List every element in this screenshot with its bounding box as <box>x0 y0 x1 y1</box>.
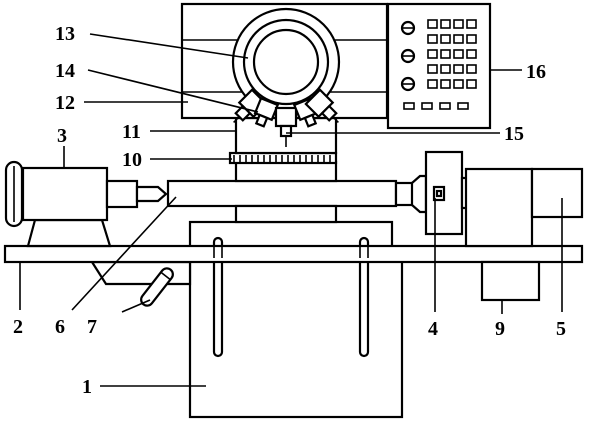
control-panel-keypad <box>427 19 477 89</box>
keypad-key <box>440 79 451 89</box>
label-13: 13 <box>55 23 75 45</box>
workpiece-shaft <box>166 179 398 208</box>
label-5: 5 <box>556 318 566 340</box>
rotary-plate-teeth <box>233 155 331 162</box>
keypad-key <box>427 79 438 89</box>
keypad-key <box>427 34 438 44</box>
keypad-key <box>440 19 451 29</box>
leader-lines <box>19 33 563 387</box>
keypad-key <box>466 64 477 74</box>
spindle-sleeve <box>105 179 139 209</box>
gearbox-housing <box>464 167 534 248</box>
label-1: 1 <box>82 376 92 398</box>
keypad-key <box>453 34 464 44</box>
bed-plate <box>3 244 584 264</box>
tool-head-right <box>304 88 339 123</box>
keypad-key <box>466 49 477 59</box>
keypad-key <box>453 64 464 74</box>
keypad-key <box>427 19 438 29</box>
lever-handle <box>140 267 174 307</box>
tool-ring-inner <box>252 28 320 96</box>
label-14: 14 <box>55 60 75 82</box>
chuck-center-dot <box>435 189 443 198</box>
label-15: 15 <box>504 123 524 145</box>
label-16: 16 <box>526 61 546 83</box>
keypad-key <box>453 49 464 59</box>
keypad-key <box>440 49 451 59</box>
slot-right-top <box>359 237 369 258</box>
label-12: 12 <box>55 92 75 114</box>
keypad-key <box>466 19 477 29</box>
column-upper <box>234 204 338 224</box>
keypad-key <box>453 19 464 29</box>
label-3: 3 <box>57 125 67 147</box>
label-11: 11 <box>122 121 141 143</box>
column-neck <box>234 160 338 183</box>
keypad-key <box>427 64 438 74</box>
headstock-foot <box>26 218 112 248</box>
label-2: 2 <box>13 316 23 338</box>
chuck-jaws <box>410 174 428 214</box>
keypad-key <box>466 79 477 89</box>
keypad-key <box>440 34 451 44</box>
label-4: 4 <box>428 318 438 340</box>
keypad-key <box>453 79 464 89</box>
slot-left-top <box>213 237 223 258</box>
tool-head-center <box>274 106 298 147</box>
control-panel-bottom-keys <box>403 102 469 110</box>
label-7: 7 <box>87 316 97 338</box>
motor-body <box>530 167 584 219</box>
label-9: 9 <box>495 318 505 340</box>
control-panel-knobs <box>400 20 416 92</box>
keypad-key <box>427 49 438 59</box>
tool-head-left-inner <box>253 96 280 128</box>
keypad-key <box>440 64 451 74</box>
headstock-body <box>21 166 109 222</box>
label-6: 6 <box>55 316 65 338</box>
spindle-center <box>135 185 168 203</box>
drive-box <box>480 260 541 302</box>
keypad-key <box>466 34 477 44</box>
label-10: 10 <box>122 149 142 171</box>
